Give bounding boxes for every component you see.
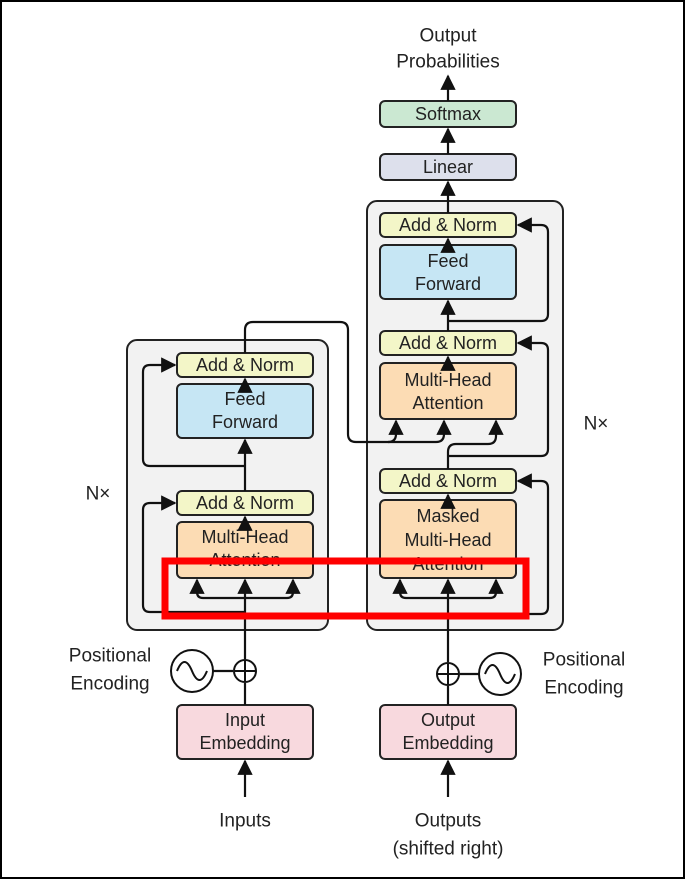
encoder-attention-line1: Multi-Head — [201, 527, 288, 547]
decoder-masked-value-arrow — [448, 578, 504, 600]
inputs-label: Inputs — [219, 811, 271, 832]
plus-circle-icon — [233, 659, 257, 683]
decoder-cross-attention-line1: Multi-Head — [404, 370, 491, 390]
softmax-label: Softmax — [415, 104, 481, 124]
left-positional-encoding-line2: Encoding — [70, 674, 149, 695]
decoder-add-norm-bottom-label: Add & Norm — [399, 471, 497, 491]
output-embedding-line1: Output — [421, 710, 475, 730]
encoder-feed-forward-line1: Feed — [224, 389, 265, 409]
outputs-label-line1: Outputs — [415, 811, 482, 832]
sine-wave-icon — [478, 652, 522, 696]
decoder-masked-attention-line1: Masked — [416, 506, 479, 526]
encoder-output-to-cross-attn-2 — [388, 419, 452, 444]
decoder-add-norm-mid-label: Add & Norm — [399, 333, 497, 353]
left-positional-encoding-line1: Positional — [69, 646, 151, 667]
decoder-repeat-label: N× — [584, 414, 609, 435]
encoder-repeat-label: N× — [86, 484, 111, 505]
decoder-residual-2 — [448, 335, 550, 458]
decoder-residual-3 — [448, 217, 550, 323]
right-positional-encoding-line1: Positional — [543, 650, 625, 671]
decoder-feed-forward-line2: Forward — [415, 274, 481, 294]
decoder-cross-attention-line2: Attention — [412, 393, 483, 413]
encoder-attn-key-arrow — [189, 578, 245, 600]
input-embedding-line2: Embedding — [199, 733, 290, 753]
input-embedding-line1: Input — [225, 710, 265, 730]
decoder-add-norm-top-label: Add & Norm — [399, 215, 497, 235]
encoder-attn-value-arrow — [245, 578, 301, 600]
sine-wave-icon — [170, 649, 214, 693]
decoder-residual-1 — [448, 473, 550, 616]
encoder-feed-forward-line2: Forward — [212, 412, 278, 432]
encoder-add-norm-top-label: Add & Norm — [196, 355, 294, 375]
output-probabilities-line2: Probabilities — [396, 52, 500, 73]
decoder-masked-attention-line2: Multi-Head — [404, 530, 491, 550]
decoder-masked-key-arrow — [392, 578, 448, 600]
highlight-box — [161, 557, 530, 620]
encoder-residual-1 — [141, 495, 245, 614]
decoder-query-to-cross-attn — [446, 419, 504, 469]
output-embedding-line2: Embedding — [402, 733, 493, 753]
encoder-residual-2 — [141, 357, 245, 468]
plus-circle-icon — [436, 662, 460, 686]
linear-label: Linear — [423, 157, 473, 177]
outputs-label-line2: (shifted right) — [393, 839, 504, 860]
right-positional-encoding-line2: Encoding — [544, 678, 623, 699]
encoder-add-norm-bottom-label: Add & Norm — [196, 493, 294, 513]
decoder-feed-forward-line1: Feed — [427, 251, 468, 271]
output-probabilities-line1: Output — [419, 26, 477, 47]
